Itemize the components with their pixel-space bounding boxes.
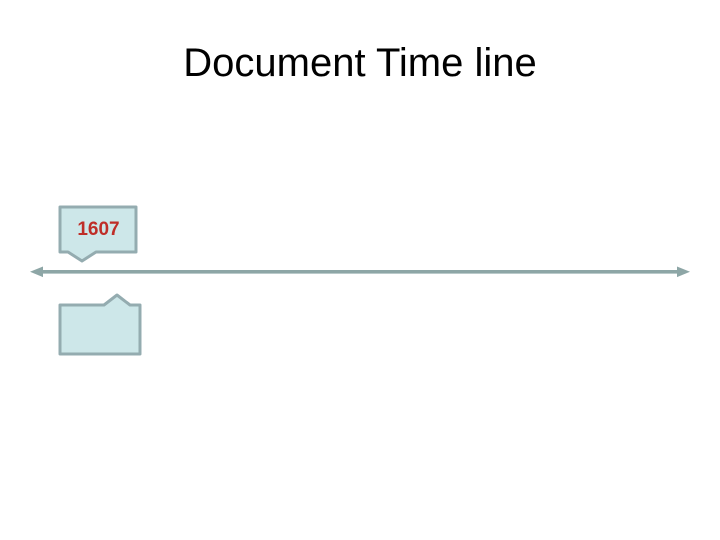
slide-title: Document Time line bbox=[183, 41, 537, 85]
timeline-arrowhead-right bbox=[677, 266, 690, 278]
callout-empty-label bbox=[60, 305, 140, 354]
timeline-arrowhead-left bbox=[30, 266, 43, 278]
timeline-arrow bbox=[30, 266, 690, 278]
callout-above-shape bbox=[58, 205, 138, 263]
callout-below-shape bbox=[58, 293, 142, 356]
callout-year-label: 1607 bbox=[77, 218, 120, 240]
